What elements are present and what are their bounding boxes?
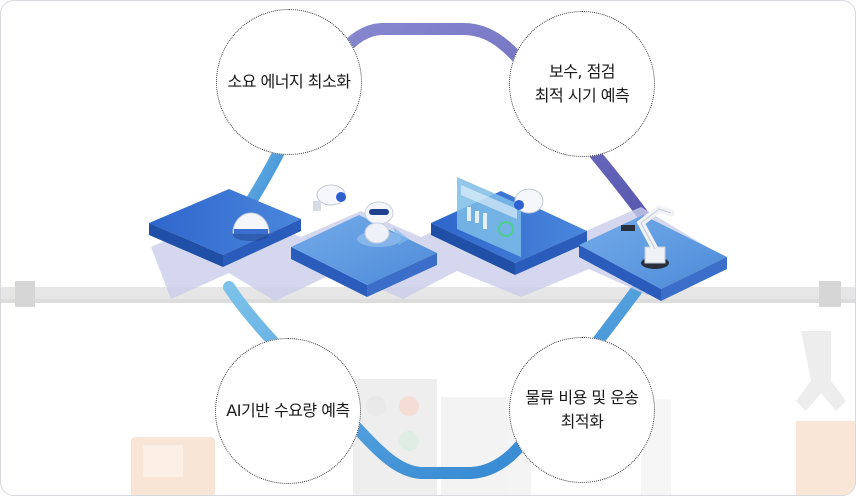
feature-label-line: 소요 에너지 최소화 (227, 72, 351, 91)
feature-label: AI기반 수요량 예측 (216, 399, 359, 423)
feature-label-line: AI기반 수요량 예측 (226, 401, 350, 420)
feature-circle-logistics: 물류 비용 및 운송 최적화 (509, 337, 655, 483)
sensor-dome-icon (232, 212, 270, 241)
robot-arm-icon (621, 205, 675, 269)
feature-label: 물류 비용 및 운송 최적화 (515, 386, 648, 434)
feature-circle-demand: AI기반 수요량 예측 (215, 338, 361, 484)
dashboard-screen-icon (457, 177, 521, 257)
feature-label-line: 보수, 점검 (548, 62, 616, 81)
feature-label: 보수, 점검 최적 시기 예측 (525, 60, 640, 108)
security-camera-icon (313, 184, 346, 211)
ai-robot-icon (357, 201, 409, 247)
feature-circle-energy: 소요 에너지 최소화 (216, 9, 362, 155)
feature-label-line: 최적화 (560, 412, 604, 431)
feature-circle-maintenance: 보수, 점검 최적 시기 예측 (509, 11, 655, 157)
camera-icon (514, 188, 544, 214)
feature-label: 소요 에너지 최소화 (218, 70, 361, 94)
platform-2 (291, 215, 437, 297)
platform-1 (149, 189, 301, 267)
platform-shadow (151, 201, 727, 301)
feature-label-line: 최적 시기 예측 (534, 86, 630, 105)
feature-label-line: 물류 비용 및 운송 (525, 388, 639, 407)
